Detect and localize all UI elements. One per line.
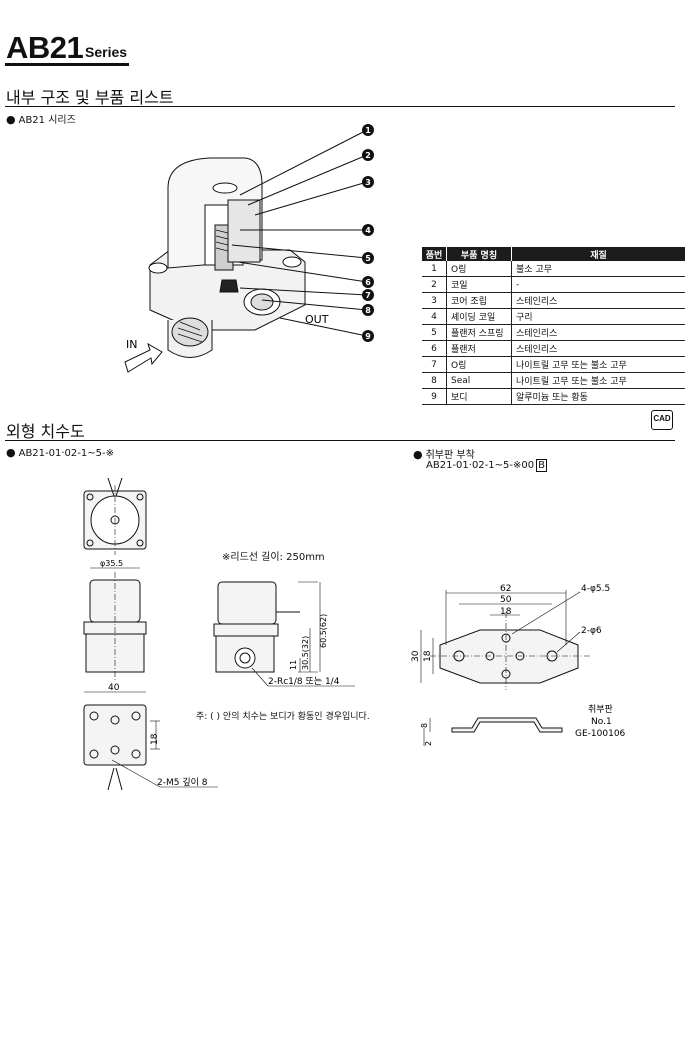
- bullet-dot-icon: ●: [413, 448, 423, 461]
- plate-holes-4: 4-φ5.5: [581, 584, 610, 594]
- section-title-dimensions: 외형 치수도: [6, 422, 85, 441]
- bullet-dot-icon: ●: [6, 446, 16, 459]
- internal-structure-illustration: 1 2 3 4 5 6 7 8 9 IN OUT: [124, 124, 374, 373]
- col-header-no: 품번: [422, 247, 447, 261]
- label-in: IN: [126, 338, 137, 351]
- parts-table-header: 품번 부품 명칭 재질: [422, 247, 685, 261]
- plate-dim-18v: 18: [423, 650, 433, 662]
- plate-dim-62: 62: [500, 584, 511, 594]
- callout-1: 1: [365, 126, 371, 135]
- cad-download-icon[interactable]: CAD: [651, 410, 673, 430]
- bullet-mounting-plate: ●취부판 부착: [413, 448, 475, 461]
- callout-6: 6: [365, 278, 371, 287]
- callout-3: 3: [365, 178, 371, 187]
- mounting-plate-drawing: 62 50 18 30 18 4-φ5.5 2-φ6 8 2 취부판 No.1 …: [411, 584, 626, 746]
- section-rule: [5, 106, 675, 107]
- label-out: OUT: [305, 313, 329, 326]
- plate-dim-2: 2: [424, 741, 433, 746]
- dim-40: 40: [108, 683, 120, 693]
- callout-5: 5: [365, 254, 371, 263]
- plate-dim-50: 50: [500, 595, 512, 605]
- bullet-ab21-series: ●AB21 시리즈: [6, 113, 76, 126]
- title-underline: [5, 63, 129, 66]
- brass-note: 주: ( ) 안의 치수는 보디가 황동인 경우입니다.: [196, 712, 370, 722]
- callout-markers: 1 2 3 4 5 6 7 8 9: [362, 124, 374, 342]
- callout-2: 2: [365, 151, 371, 160]
- port-label: 2-Rc1/8 또는 1/4: [268, 676, 340, 687]
- mount-thread-label: 2-M5 깊이 8: [157, 776, 208, 788]
- dim-phi: φ35.5: [100, 559, 123, 568]
- callout-4: 4: [365, 226, 371, 235]
- callout-7: 7: [365, 291, 371, 300]
- plate-dim-18: 18: [500, 607, 512, 617]
- plate-holes-2: 2-φ6: [581, 626, 602, 636]
- callout-9: 9: [365, 332, 371, 341]
- col-header-material: 재질: [511, 247, 685, 261]
- lead-wire-note: ※리드선 길이: 250mm: [222, 552, 325, 563]
- model-suffix-box: B: [536, 459, 547, 472]
- plate-no: No.1: [591, 717, 612, 727]
- page-subtitle-series: Series: [85, 44, 128, 60]
- dimension-drawings-left: φ35.5 40 18 11 30.5(32) 60.5(62) 2-Rc1/8…: [83, 478, 355, 791]
- plate-dim-30: 30: [411, 650, 421, 662]
- callout-8: 8: [365, 306, 371, 315]
- bullet-dot-icon: ●: [6, 113, 16, 126]
- dim-18-side: 18: [150, 733, 160, 745]
- plate-dim-8: 8: [420, 723, 429, 728]
- col-header-name: 부품 명칭: [446, 247, 512, 261]
- plate-code: GE-100106: [575, 729, 626, 739]
- dim-11: 11: [289, 660, 298, 670]
- page-title: AB21: [6, 30, 84, 65]
- plate-name: 취부판: [588, 704, 613, 715]
- dim-60-5: 60.5(62): [319, 614, 328, 648]
- section-rule: [5, 440, 675, 441]
- bullet-ab21-model: ●AB21-01·02-1~5-※: [6, 446, 114, 459]
- dim-30-5: 30.5(32): [301, 636, 310, 670]
- section-title-internal: 내부 구조 및 부품 리스트: [6, 88, 174, 107]
